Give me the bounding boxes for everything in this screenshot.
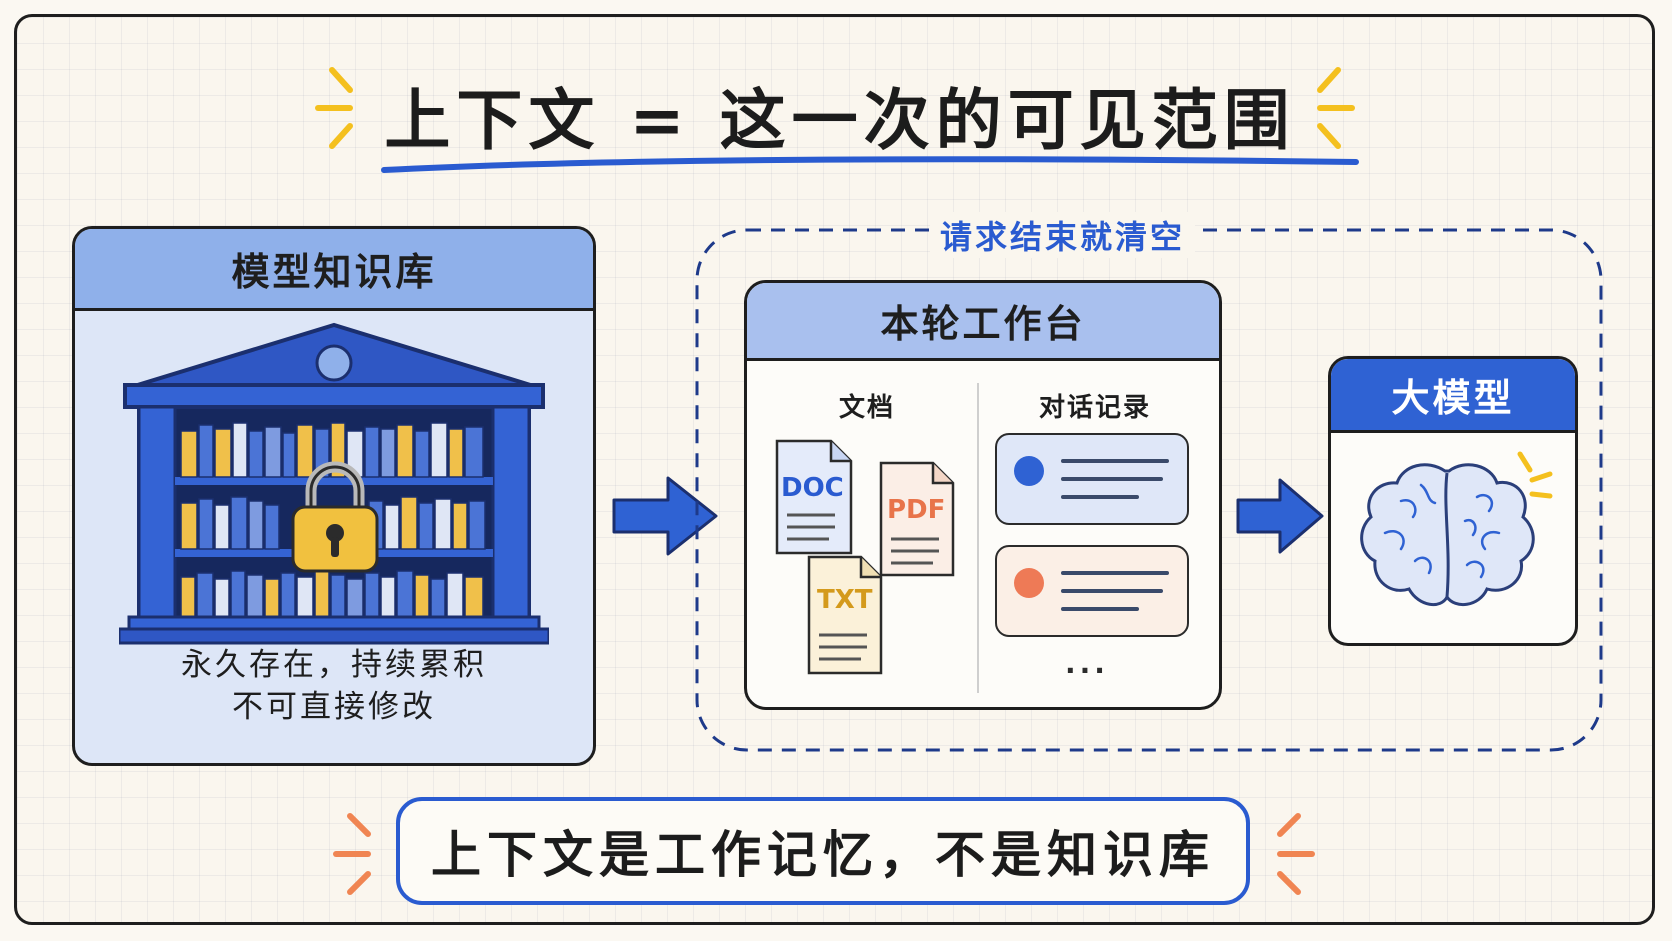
library-icon — [119, 322, 549, 645]
title-underline — [381, 156, 1359, 173]
knowledge-base-caption-2: 不可直接修改 — [232, 689, 436, 725]
chat-message-lines — [1014, 456, 1169, 499]
padlock-icon — [291, 461, 379, 573]
chat-bubble-icon — [995, 433, 1189, 525]
workbench-title: 本轮工作台 — [747, 283, 1219, 361]
request-scope-border — [695, 228, 1603, 752]
more-ellipsis: ... — [1065, 647, 1109, 680]
chat-column-label: 对话记录 — [1039, 393, 1152, 423]
sparkle-icon — [315, 67, 353, 149]
model-title: 大模型 — [1331, 359, 1575, 433]
takeaway-box: 上下文是工作记忆，不是知识库 — [396, 797, 1250, 905]
sparkle-icon — [1277, 813, 1315, 895]
document-icon — [879, 461, 955, 577]
arrow-right-icon — [1236, 478, 1324, 554]
txt-file-label: TXT — [817, 585, 873, 615]
pdf-file-label: PDF — [887, 495, 946, 525]
brain-icon — [1360, 463, 1535, 606]
doc-file-label: DOC — [781, 473, 844, 503]
docs-column-label: 文档 — [839, 393, 896, 423]
workbench-panel: 本轮工作台 文档 对话记录 DOC PDF TXT — [744, 280, 1222, 710]
document-icon — [807, 555, 883, 675]
document-icon — [775, 439, 853, 555]
sparkle-icon — [1517, 451, 1553, 499]
knowledge-base-title: 模型知识库 — [75, 229, 593, 311]
sparkle-icon — [1317, 67, 1355, 149]
knowledge-base-caption-1: 永久存在，持续累积 — [181, 647, 487, 683]
model-panel: 大模型 — [1328, 356, 1578, 646]
column-divider — [977, 383, 979, 693]
chat-message-lines — [1014, 568, 1169, 611]
knowledge-base-panel: 模型知识库 — [72, 226, 596, 766]
chat-bubble-icon — [995, 545, 1189, 637]
page-title: 上下文 = 这一次的可见范围 — [384, 82, 1296, 159]
scope-label: 请求结束就清空 — [930, 212, 1196, 258]
arrow-right-icon — [612, 476, 718, 556]
sparkle-icon — [333, 813, 371, 895]
